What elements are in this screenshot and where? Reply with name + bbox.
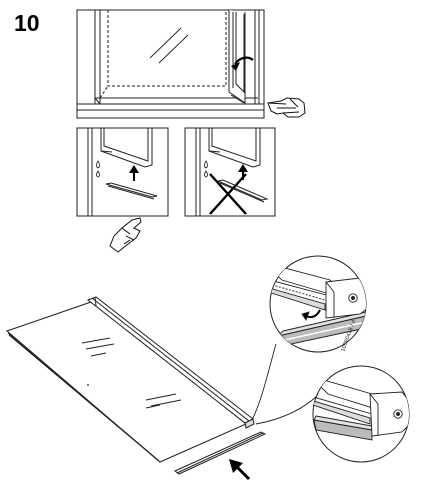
magnifier-callout-icon xyxy=(251,343,319,425)
panel-correct xyxy=(76,127,169,217)
cross-mark-icon xyxy=(209,173,247,215)
detail-view-top: 10090418 / 4 xyxy=(269,255,367,353)
hand-push-icon xyxy=(267,97,306,118)
glass-panel xyxy=(6,296,255,463)
seal-strip xyxy=(174,431,267,475)
curved-arrow-icon xyxy=(231,56,254,71)
step-number: 10 xyxy=(14,10,40,36)
insert-arrow-icon xyxy=(229,459,251,481)
window-panel xyxy=(76,9,265,119)
drop-icon xyxy=(96,160,100,178)
panel-incorrect xyxy=(184,127,276,217)
drop-icon xyxy=(204,160,208,178)
up-arrow-icon xyxy=(129,165,139,181)
detail-view-bottom xyxy=(312,365,410,463)
screw-hole-mark xyxy=(87,384,89,386)
hand-press-icon xyxy=(109,217,142,253)
